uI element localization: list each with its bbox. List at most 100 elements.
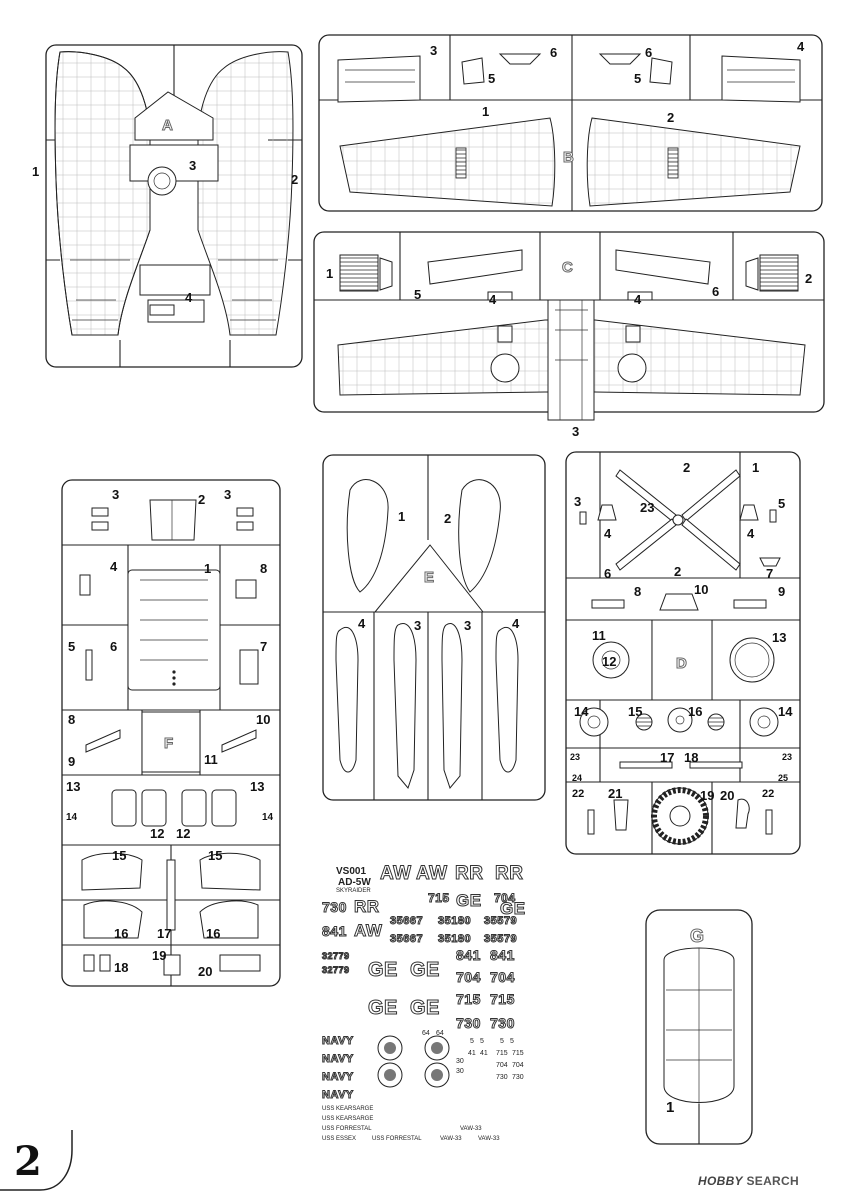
svg-text:23: 23 — [570, 752, 580, 762]
drop-tank-half-1 — [346, 479, 389, 593]
decal-navy-1: NAVY — [322, 1035, 354, 1047]
svg-text:7: 7 — [260, 639, 267, 654]
svg-text:F: F — [164, 735, 173, 752]
svg-text:7: 7 — [766, 566, 773, 581]
decal-ge-large-4: GE — [410, 997, 440, 1019]
fuselage-half-right — [197, 51, 294, 336]
decal-navy-3: NAVY — [322, 1071, 354, 1083]
part-b4 — [721, 55, 801, 103]
svg-text:20: 20 — [720, 788, 734, 803]
part-b3 — [337, 55, 421, 103]
decal-704-3: 704 — [490, 969, 515, 985]
decal-serial-1: 35667 — [389, 915, 424, 927]
sprue-a: A 1 2 3 4 — [32, 44, 303, 368]
svg-text:6: 6 — [110, 639, 117, 654]
decal-small-715b: 715 — [512, 1050, 524, 1057]
decal-small-704a: 704 — [496, 1062, 508, 1069]
sprue-a-letter: A — [162, 117, 173, 134]
svg-text:22: 22 — [762, 788, 774, 800]
svg-text:3: 3 — [112, 487, 119, 502]
sprue-e: E 1 2 4 3 3 4 — [322, 454, 546, 801]
decal-715: 715 — [428, 891, 450, 905]
svg-text:17: 17 — [660, 750, 674, 765]
svg-text:15: 15 — [208, 848, 222, 863]
decal-small-64a: 64 — [422, 1030, 430, 1037]
decal-small-5c: 5 — [500, 1038, 504, 1045]
svg-text:16: 16 — [688, 704, 702, 719]
decal-ship-6: USS FORRESTAL — [372, 1136, 422, 1142]
svg-text:1: 1 — [752, 460, 759, 475]
decal-code-rr-1: RR — [454, 863, 484, 884]
svg-text:14: 14 — [574, 704, 589, 719]
svg-text:4: 4 — [797, 39, 805, 54]
svg-text:16: 16 — [206, 926, 220, 941]
svg-text:11: 11 — [592, 628, 606, 643]
svg-text:21: 21 — [608, 786, 622, 801]
svg-text:6: 6 — [550, 45, 557, 60]
propeller — [615, 469, 741, 571]
svg-text:18: 18 — [114, 960, 128, 975]
wing-upper-right — [586, 117, 801, 207]
svg-text:16: 16 — [114, 926, 128, 941]
svg-text:3: 3 — [189, 158, 196, 173]
decal-ship-4: VAW-33 — [460, 1126, 482, 1132]
decal-header-model: AD-5W — [338, 877, 371, 888]
decal-ge-large-2: GE — [410, 959, 440, 981]
svg-text:3: 3 — [430, 43, 437, 58]
sprue-f: F 3 2 3 4 1 8 5 6 7 8 10 9 11 13 13 14 1… — [61, 479, 281, 987]
decal-small-704b: 704 — [512, 1062, 524, 1069]
svg-text:22: 22 — [572, 788, 584, 800]
svg-text:13: 13 — [250, 779, 264, 794]
svg-text:5: 5 — [414, 287, 421, 302]
decal-ge-large-1: GE — [368, 959, 398, 981]
watermark-site: SEARCH — [746, 1174, 799, 1188]
svg-text:1: 1 — [326, 266, 333, 281]
svg-text:1: 1 — [666, 1099, 674, 1116]
svg-text:3: 3 — [574, 494, 581, 509]
decal-841-2: 841 — [456, 947, 481, 963]
svg-text:5: 5 — [68, 639, 75, 654]
svg-text:2: 2 — [805, 271, 812, 286]
decal-header-code: VS001 — [336, 866, 367, 877]
decal-small-5d: 5 — [510, 1038, 514, 1045]
decal-small-5a: 5 — [470, 1038, 474, 1045]
svg-text:14: 14 — [66, 812, 78, 823]
svg-text:12: 12 — [150, 826, 164, 841]
svg-text:1: 1 — [32, 164, 39, 179]
decal-small-30a: 30 — [456, 1058, 464, 1065]
svg-text:20: 20 — [198, 964, 212, 979]
decal-serial-3: 35579 — [483, 915, 518, 927]
decal-704: 704 — [494, 891, 516, 905]
svg-text:1: 1 — [204, 561, 211, 576]
svg-text:B: B — [563, 149, 574, 166]
svg-text:10: 10 — [694, 582, 708, 597]
decal-serial-4: 35667 — [389, 933, 424, 945]
svg-text:10: 10 — [256, 712, 270, 727]
svg-text:D: D — [676, 655, 687, 672]
svg-text:6: 6 — [604, 566, 611, 581]
sprue-c: C 1 5 4 4 6 2 3 — [313, 231, 825, 439]
svg-text:8: 8 — [68, 712, 75, 727]
decal-730-3: 730 — [490, 1015, 515, 1031]
decal-ship-1: USS KEARSARGE — [322, 1106, 374, 1112]
decal-ge-2: GE — [500, 899, 526, 918]
decal-841-3: 841 — [490, 947, 515, 963]
svg-text:5: 5 — [778, 496, 785, 511]
svg-text:2: 2 — [674, 564, 681, 579]
svg-text:4: 4 — [634, 292, 642, 307]
svg-text:4: 4 — [185, 290, 193, 305]
watermark-credit: HOBBY SEARCH — [698, 1174, 799, 1188]
decal-small-41a: 41 — [468, 1050, 476, 1057]
svg-text:13: 13 — [772, 630, 786, 645]
svg-text:18: 18 — [684, 750, 698, 765]
svg-text:13: 13 — [66, 779, 80, 794]
sprue-b: B 3 6 5 6 5 4 1 2 — [318, 34, 823, 212]
svg-text:9: 9 — [68, 754, 75, 769]
decal-small-715a: 715 — [496, 1050, 508, 1057]
svg-text:1: 1 — [482, 104, 489, 119]
svg-text:23: 23 — [782, 752, 792, 762]
decal-small-64b: 64 — [436, 1030, 444, 1037]
svg-text:C: C — [562, 259, 573, 276]
decal-ship-7: VAW-33 — [440, 1136, 462, 1142]
